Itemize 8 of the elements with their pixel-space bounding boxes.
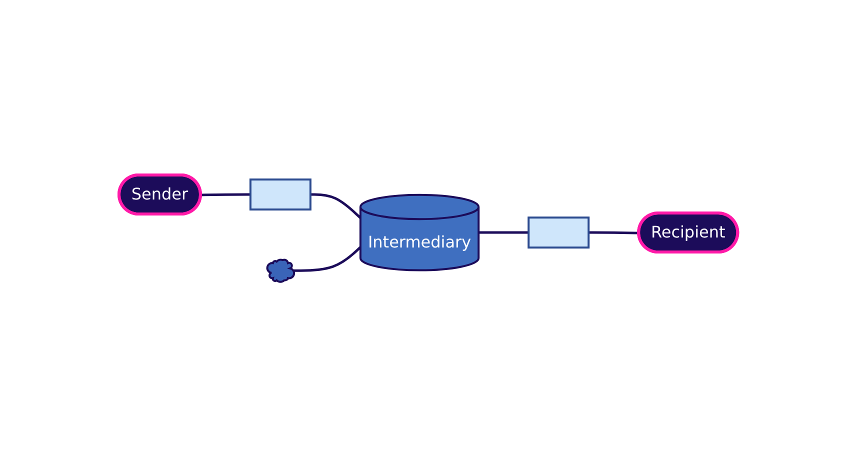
connector bbox=[588, 230, 640, 234]
connector bbox=[310, 192, 362, 218]
node-box bbox=[528, 216, 590, 248]
node-cloud bbox=[266, 258, 296, 282]
connector bbox=[201, 192, 251, 196]
connector bbox=[478, 230, 529, 234]
node-box bbox=[250, 178, 312, 210]
connector bbox=[294, 246, 362, 272]
